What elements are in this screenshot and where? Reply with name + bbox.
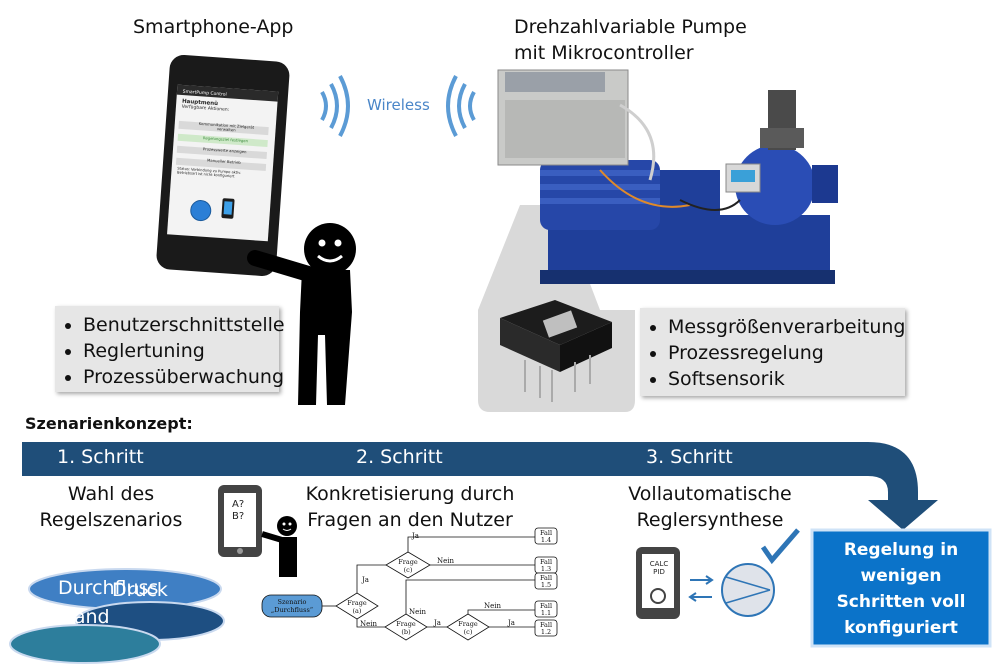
- fc-case-number: 1.5: [541, 581, 551, 589]
- pill-fuellstand[interactable]: Füllstand: [24, 606, 110, 628]
- result-box: Regelung in wenigen Schritten voll konfi…: [815, 537, 987, 641]
- result-line: Regelung in: [843, 540, 959, 560]
- pump-image: [497, 69, 838, 284]
- fc-case-node: [534, 619, 558, 637]
- fc-label-c-top: (c): [404, 566, 413, 574]
- calc-phone-icon: [636, 547, 680, 619]
- phone-questions: A? B?: [232, 499, 244, 523]
- smartphone-app-label: Smartphone-App: [133, 16, 294, 38]
- fc-case-node: [534, 572, 558, 590]
- fc-nein-c-bottom: Nein: [484, 602, 502, 610]
- calc-labels: CALC PID: [648, 560, 670, 576]
- fc-start-label-1: Szenario: [278, 598, 307, 606]
- step-3-description: Vollautomatische Reglersynthese: [610, 481, 810, 533]
- fc-ja-c-top: Ja: [411, 532, 419, 540]
- fc-decision-a: [335, 592, 379, 620]
- step-1-label: 1. Schritt: [57, 446, 144, 468]
- pid-label: PID: [653, 568, 665, 576]
- right-bullet-box: Messgrößenverarbeitung Prozessregelung S…: [640, 308, 905, 396]
- phone-btn-manual[interactable]: Manueller Betrieb: [206, 157, 241, 165]
- step-3-line2: Reglersynthese: [636, 509, 784, 531]
- fc-frage-c-top: Frage: [398, 558, 418, 566]
- step-2-description: Konkretisierung durch Fragen an den Nutz…: [300, 481, 520, 533]
- calc-label: CALC: [649, 560, 669, 568]
- result-box-bg: [810, 528, 992, 648]
- wireless-label: Wireless: [367, 96, 430, 114]
- exchange-arrows: [688, 575, 714, 602]
- question-phone-icon: [218, 485, 297, 577]
- result-line: wenigen: [860, 566, 942, 586]
- fc-label-c-bottom: (c): [464, 628, 473, 636]
- bullet-item: Benutzerschnittstelle: [83, 312, 285, 338]
- flowchart: [261, 527, 558, 641]
- pump-title-line2: mit Mikrocontroller: [514, 42, 694, 64]
- fc-case-number: 1.2: [541, 628, 551, 636]
- flowchart-text: Szenario „Durchfluss“ Frage (a) Frage (c…: [271, 529, 552, 636]
- checkmark-icon: [760, 528, 800, 565]
- fc-ja-c-bottom: Ja: [507, 619, 515, 627]
- question-a: A?: [232, 499, 245, 510]
- microcontroller-module: [500, 300, 612, 402]
- top-illustration: [156, 55, 838, 412]
- step-2-line1: Konkretisierung durch: [305, 483, 515, 505]
- pump-title: Drehzahlvariable Pumpe mit Mikrocontroll…: [514, 14, 747, 66]
- pill-druck[interactable]: Druck: [112, 579, 168, 601]
- fc-case-number: 1.4: [541, 536, 551, 544]
- fc-case-number: 1.1: [541, 609, 551, 617]
- fc-frage-a: Frage: [347, 599, 367, 607]
- phone-btn-setpoint[interactable]: Regelungsziel festlegen: [202, 135, 249, 144]
- phone-btn-comm[interactable]: Kommunikation mit Zielgerät verwalten: [180, 121, 272, 135]
- pill-durchfluss[interactable]: Durchfluss: [58, 577, 159, 599]
- fc-nein-b: Nein: [409, 608, 427, 616]
- fc-case-fall: Fall: [540, 602, 552, 610]
- step-1-line1: Wahl des: [67, 483, 155, 505]
- fc-case-node: [534, 600, 558, 618]
- fc-start-label-2: „Durchfluss“: [271, 606, 313, 614]
- step-3-label: 3. Schritt: [646, 446, 733, 468]
- fc-label-a: (a): [353, 607, 362, 615]
- fc-nein-a: Nein: [360, 620, 378, 628]
- phone-btn-process[interactable]: Prozesswerte anzeigen: [202, 146, 247, 155]
- fc-frage-b: Frage: [396, 620, 416, 628]
- process-arrow: [22, 442, 938, 530]
- step-2-line2: Fragen an den Nutzer: [307, 509, 513, 531]
- step-1-line2: Regelszenarios: [39, 509, 183, 531]
- result-line: konfiguriert: [844, 618, 958, 638]
- step-1-description: Wahl des Regelszenarios: [36, 481, 186, 533]
- wireless-icon: [320, 75, 476, 137]
- fc-case-fall: Fall: [540, 621, 552, 629]
- pump-symbol-icon: [721, 563, 775, 617]
- step-3-line1: Vollautomatische: [628, 483, 792, 505]
- fc-ja-a: Ja: [361, 576, 369, 584]
- scenario-title: Szenarienkonzept:: [25, 414, 193, 433]
- fc-label-b: (b): [401, 628, 411, 636]
- bullet-item: Prozessüberwachung: [83, 364, 284, 390]
- stick-figure: [247, 223, 356, 405]
- fc-case-fall: Fall: [540, 529, 552, 537]
- question-b: B?: [232, 511, 245, 522]
- bullet-item: Softsensorik: [668, 366, 893, 392]
- phone-screen-content: SmartPump Control Hauptmenü Verfügbare A…: [177, 88, 275, 181]
- fc-ja-b: Ja: [433, 619, 441, 627]
- fc-case-number: 1.3: [541, 565, 551, 573]
- fc-nein-c-top: Nein: [437, 557, 455, 565]
- fc-case-fall: Fall: [540, 574, 552, 582]
- fc-case-node: [534, 527, 558, 545]
- result-line: Schritten voll: [836, 592, 966, 612]
- left-bullet-box: Benutzerschnittstelle Reglertuning Proze…: [55, 306, 285, 392]
- smartphone: [156, 55, 290, 276]
- pump-title-line1: Drehzahlvariable Pumpe: [514, 16, 747, 38]
- fc-case-fall: Fall: [540, 558, 552, 566]
- scenario-pills: [9, 568, 225, 664]
- bullet-item: Messgrößenverarbeitung: [668, 314, 905, 340]
- bullet-item: Reglertuning: [83, 338, 267, 364]
- bottom-illustration: [9, 442, 992, 664]
- bullet-item: Prozessregelung: [668, 340, 893, 366]
- fc-frage-c-bottom: Frage: [458, 620, 478, 628]
- step-2-label: 2. Schritt: [356, 446, 443, 468]
